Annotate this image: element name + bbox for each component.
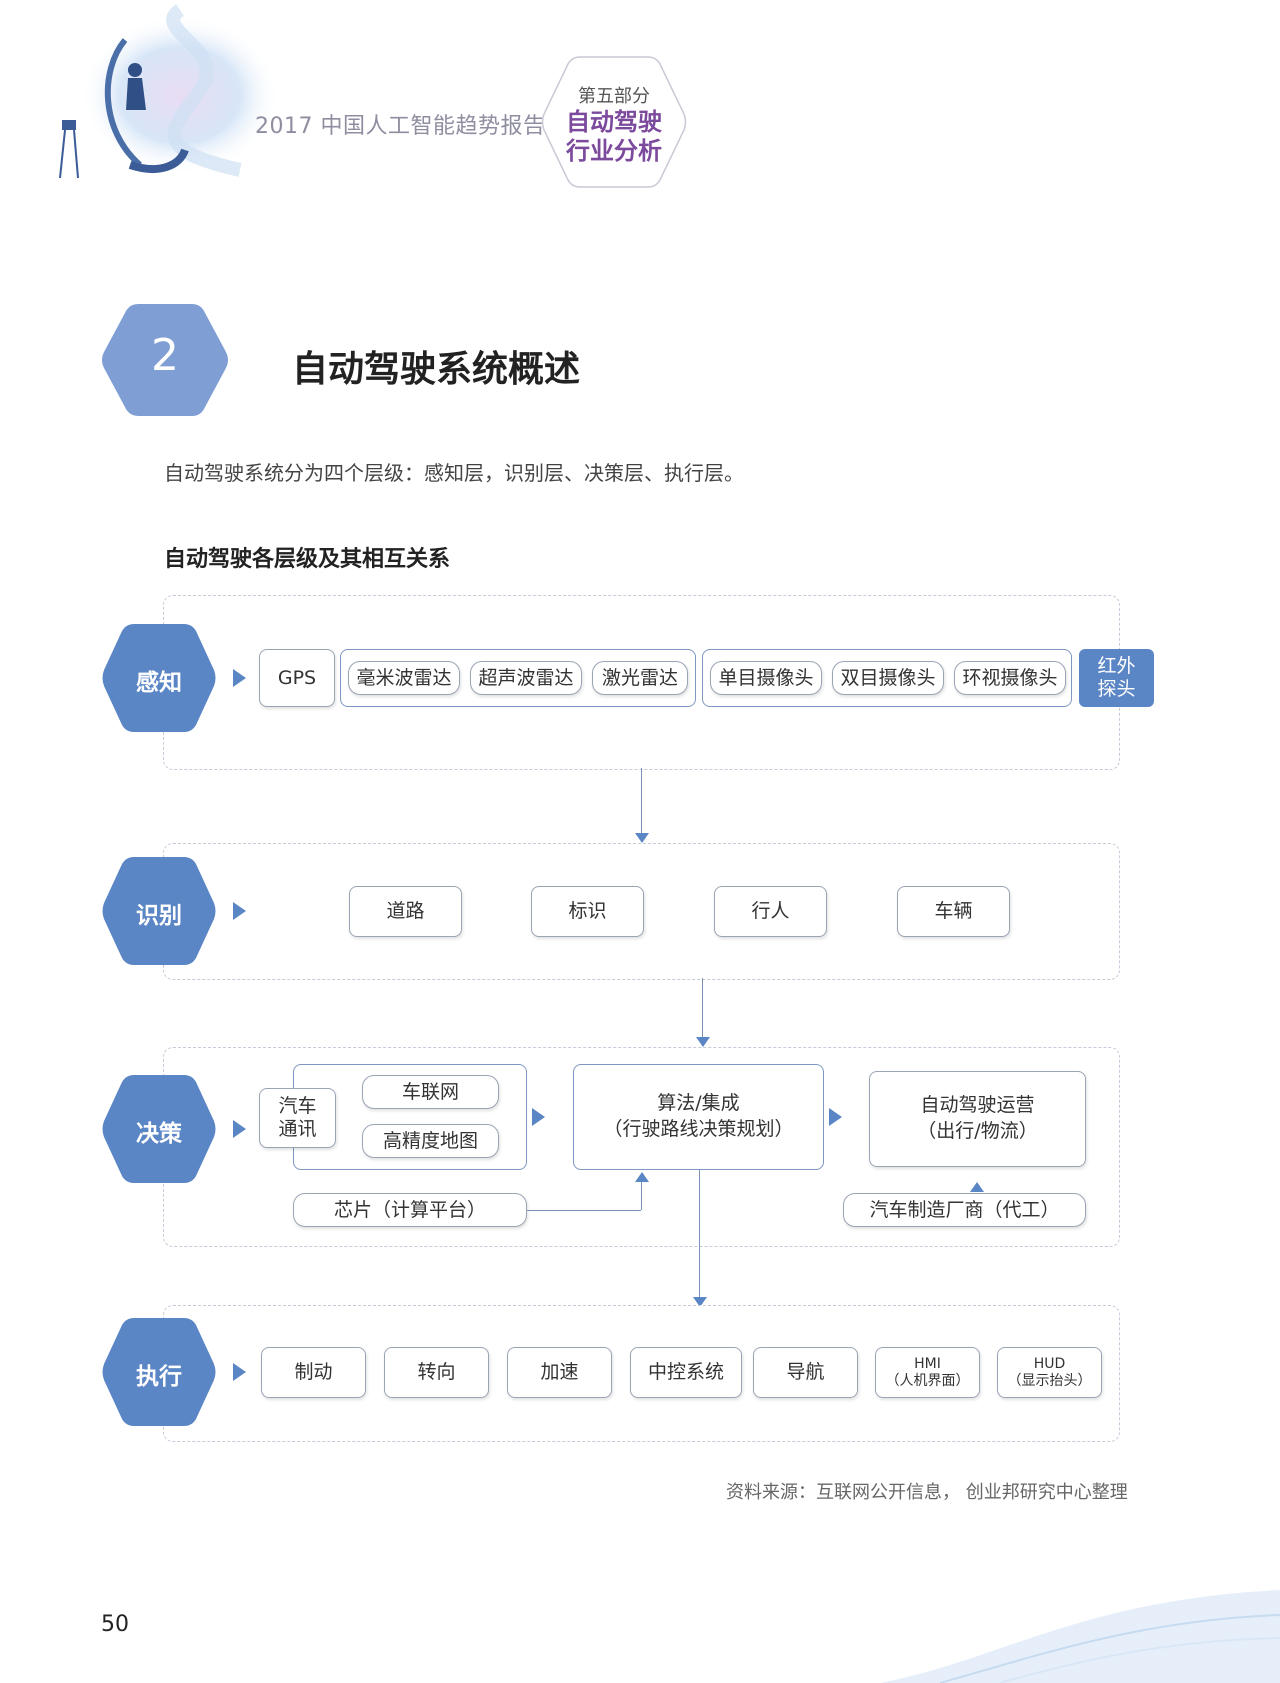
part-title: 自动驾驶 行业分析 bbox=[566, 108, 662, 165]
operation-box: 自动驾驶运营（出行/物流） bbox=[869, 1071, 1086, 1167]
radar-item: 毫米波雷达 bbox=[348, 661, 460, 695]
recognition-item: 行人 bbox=[714, 886, 827, 937]
section-intro: 自动驾驶系统分为四个层级：感知层，识别层、决策层、执行层。 bbox=[164, 461, 744, 485]
perception-arrow bbox=[233, 669, 246, 687]
execution-item: 转向 bbox=[384, 1347, 489, 1398]
down-arrow bbox=[693, 1297, 707, 1307]
v2x-box: 汽车通讯 bbox=[259, 1088, 336, 1148]
source-note: 资料来源：互联网公开信息， 创业邦研究中心整理 bbox=[726, 1482, 1128, 1503]
section-number: 2 bbox=[151, 330, 179, 381]
down-arrow bbox=[696, 1037, 710, 1047]
execution-item: 导航 bbox=[753, 1347, 858, 1398]
recognition-label: 识别 bbox=[136, 903, 182, 929]
down-arrow bbox=[635, 833, 649, 843]
execution-item: 加速 bbox=[507, 1347, 612, 1398]
chip-connector bbox=[527, 1210, 641, 1211]
execution-item: 中控系统 bbox=[630, 1347, 742, 1398]
connectivity-item: 高精度地图 bbox=[362, 1124, 499, 1158]
report-title: 2017 中国人工智能趋势报告 bbox=[255, 114, 546, 139]
perception-hexagon: 感知 bbox=[101, 622, 217, 734]
execution-hexagon: 执行 bbox=[101, 1316, 217, 1428]
page-number: 50 bbox=[101, 1612, 129, 1637]
footer-decoration bbox=[880, 1590, 1280, 1683]
hmi-box: HMI（人机界面） bbox=[875, 1347, 980, 1398]
connector-line bbox=[699, 1170, 700, 1298]
section-title: 自动驾驶系统概述 bbox=[292, 349, 581, 390]
header-decoration bbox=[59, 4, 280, 179]
to-operation-arrow bbox=[829, 1108, 842, 1126]
connector-line bbox=[641, 768, 642, 834]
connector-line bbox=[702, 978, 703, 1038]
part-label: 第五部分 bbox=[578, 86, 650, 107]
recognition-item: 车辆 bbox=[897, 886, 1010, 937]
perception-label: 感知 bbox=[136, 670, 182, 696]
up-arrow bbox=[970, 1182, 984, 1192]
chip-box: 芯片（计算平台） bbox=[293, 1193, 527, 1227]
gps-box: GPS bbox=[259, 649, 335, 707]
execution-label: 执行 bbox=[136, 1364, 182, 1390]
infrared-box: 红外探头 bbox=[1079, 649, 1154, 707]
section-number-hexagon: 2 bbox=[100, 302, 230, 418]
camera-item: 环视摄像头 bbox=[954, 661, 1066, 695]
execution-item: 制动 bbox=[261, 1347, 366, 1398]
recognition-arrow bbox=[233, 902, 246, 920]
radar-item: 激光雷达 bbox=[592, 661, 688, 695]
radar-item: 超声波雷达 bbox=[470, 661, 582, 695]
decision-arrow bbox=[233, 1120, 246, 1138]
decision-hexagon: 决策 bbox=[101, 1073, 217, 1185]
recognition-item: 道路 bbox=[349, 886, 462, 937]
recognition-item: 标识 bbox=[531, 886, 644, 937]
hud-box: HUD（显示抬头） bbox=[997, 1347, 1102, 1398]
execution-arrow bbox=[233, 1363, 246, 1381]
decision-label: 决策 bbox=[136, 1121, 182, 1147]
connectivity-item: 车联网 bbox=[362, 1075, 499, 1109]
to-algorithm-arrow bbox=[532, 1108, 545, 1126]
camera-item: 单目摄像头 bbox=[710, 661, 822, 695]
algorithm-box: 算法/集成（行驶路线决策规划） bbox=[573, 1064, 824, 1170]
figure-title: 自动驾驶各层级及其相互关系 bbox=[164, 547, 451, 572]
camera-item: 双目摄像头 bbox=[832, 661, 944, 695]
up-arrow bbox=[635, 1172, 649, 1182]
recognition-hexagon: 识别 bbox=[101, 855, 217, 967]
part-badge: 第五部分 自动驾驶 行业分析 bbox=[540, 54, 688, 190]
chip-connector bbox=[641, 1180, 642, 1210]
oem-box: 汽车制造厂商（代工） bbox=[843, 1193, 1086, 1227]
